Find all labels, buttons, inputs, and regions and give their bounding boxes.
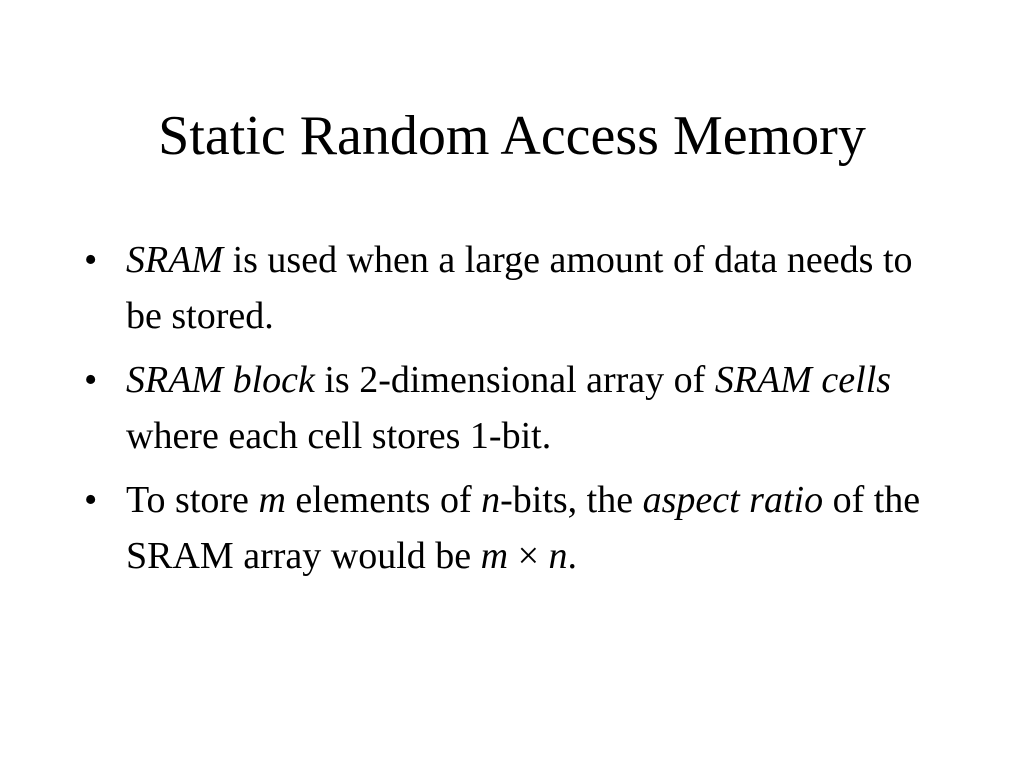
slide-title: Static Random Access Memory <box>158 105 866 167</box>
text-fragment: . <box>567 535 578 577</box>
bullet-list: • SRAM is used when a large amount of da… <box>84 232 924 592</box>
bullet-marker: • <box>84 479 98 521</box>
bullet-item-sram-usage: • SRAM is used when a large amount of da… <box>84 232 924 344</box>
bullet-item-aspect-ratio: • To store m elements of n-bits, the asp… <box>84 472 924 584</box>
text-fragment: where each cell stores 1-bit. <box>126 415 552 457</box>
term-sram-cells: SRAM cells <box>714 359 892 401</box>
term-aspect-ratio: aspect ratio <box>642 479 824 521</box>
bullet-text: SRAM is used when a large amount of data… <box>126 239 913 337</box>
variable-n: n <box>481 479 501 521</box>
text-fragment: of the SRAM array would be <box>126 479 921 577</box>
text-fragment: -bits, the <box>500 479 643 521</box>
bullet-marker: • <box>84 239 98 281</box>
term-sram-block: SRAM block <box>126 359 315 401</box>
bullet-item-sram-block: • SRAM block is 2-dimensional array of S… <box>84 352 924 464</box>
variable-m: m <box>258 479 286 521</box>
text-fragment: is 2-dimensional array of <box>314 359 715 401</box>
term-sram: SRAM <box>126 239 224 281</box>
variable-n: n <box>548 535 568 577</box>
bullet-text: SRAM block is 2-dimensional array of SRA… <box>126 359 891 457</box>
bullet-text: To store m elements of n-bits, the aspec… <box>126 479 920 577</box>
text-fragment: To store <box>126 479 259 521</box>
times-symbol: × <box>508 535 549 577</box>
bullet-marker: • <box>84 359 98 401</box>
variable-m: m <box>480 535 509 577</box>
text-fragment: is used when a large amount of data need… <box>126 239 913 337</box>
text-fragment: elements of <box>285 479 482 521</box>
